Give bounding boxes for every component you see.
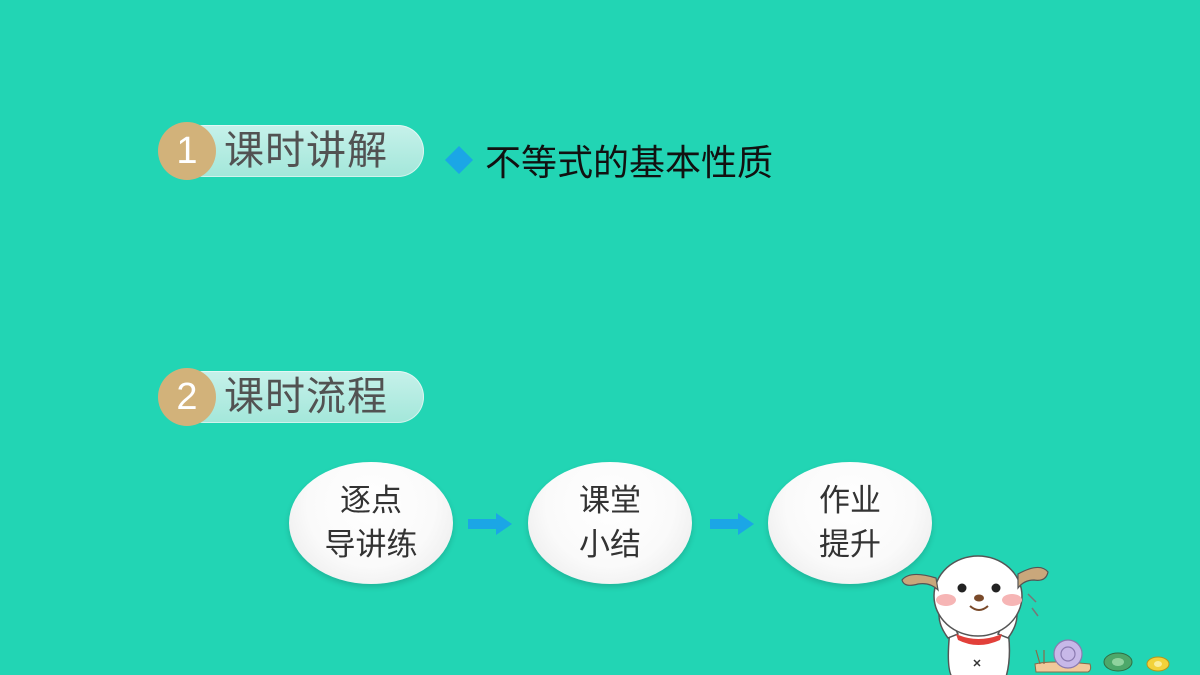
flow-step-label: 课堂 小结 [579,479,641,567]
section-pill [178,125,424,177]
flow-step-line2: 小结 [579,527,641,563]
right-arrow-icon [710,513,754,535]
topic-text: 不等式的基本性质 [485,143,774,184]
flow-step-label: 作业 提升 [819,479,881,567]
section-number-badge: 1 [158,122,216,180]
shell-icon [1103,652,1133,672]
shell-icon [1146,656,1170,672]
puppy-icon [901,555,1049,675]
flow-step-line1: 作业 [819,483,881,519]
section-number-badge: 2 [158,368,216,426]
diamond-icon [445,146,473,174]
flow-step-line2: 导讲练 [324,527,418,563]
flow-step-line1: 逐点 [340,483,402,519]
right-arrow-icon [468,513,512,535]
puppy-mascot-illustration [901,555,1170,675]
flow-step-line1: 课堂 [579,483,641,519]
section-title: 课时流程 [224,374,388,420]
snail-icon [1034,639,1092,673]
flow-step-homework: 作业 提升 [768,462,932,584]
flow-step-practice: 逐点 导讲练 [289,462,453,584]
topic-line: 不等式的基本性质 [445,135,773,185]
flow-step-summary: 课堂 小结 [528,462,692,584]
section-pill [178,371,424,423]
flow-step-line2: 提升 [819,527,881,563]
flow-step-label: 逐点 导讲练 [325,479,418,567]
section-title: 课时讲解 [224,128,388,174]
